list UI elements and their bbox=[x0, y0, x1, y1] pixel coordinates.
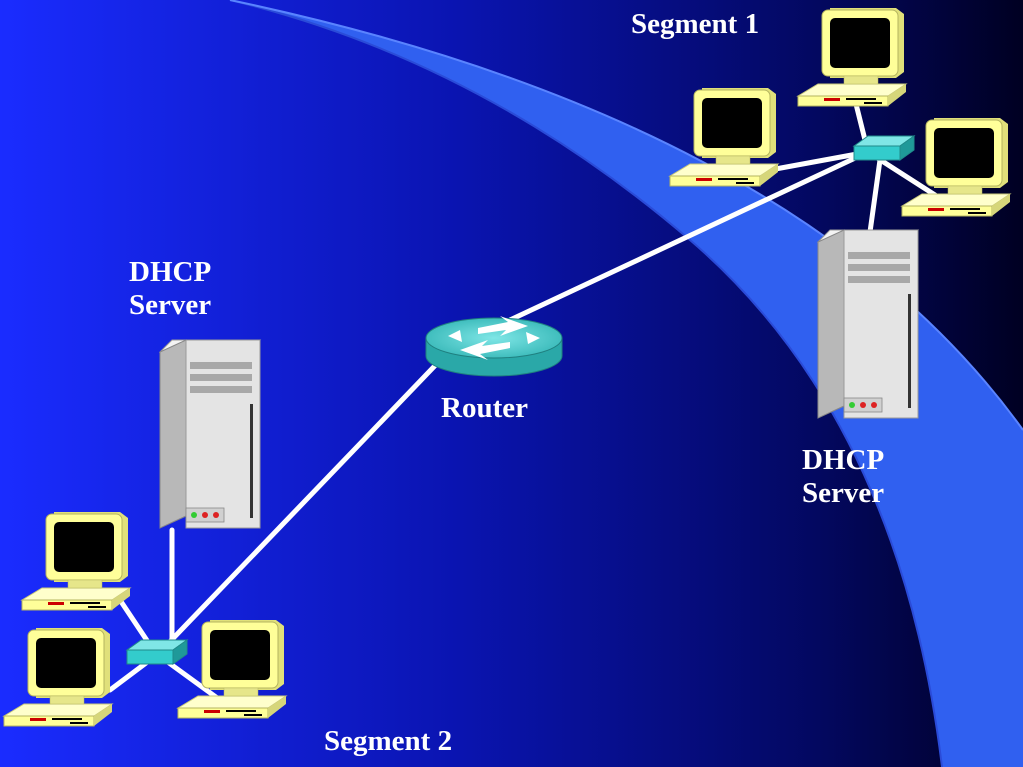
dhcp-server-label-right-line1: DHCP bbox=[802, 444, 885, 476]
link-seg2-hub-pc-right bbox=[162, 657, 223, 703]
server-icon-dhcp-right bbox=[817, 229, 919, 419]
dhcp-server-label-left-line1: DHCP bbox=[129, 256, 212, 288]
dhcp-server-label-right: DHCP Server bbox=[802, 444, 884, 510]
link-seg1-hub-pc-left bbox=[767, 149, 871, 173]
segment-1-label: Segment 1 bbox=[631, 8, 760, 40]
dhcp-server-label-right-line2: Server bbox=[802, 477, 885, 509]
dhcp-server-label-left-line2: Server bbox=[129, 289, 212, 321]
link-router-seg2-hub bbox=[157, 347, 453, 655]
link-seg1-hub-router bbox=[507, 149, 871, 323]
router-label: Router bbox=[441, 392, 528, 424]
hub-icon-seg1 bbox=[853, 135, 915, 161]
hub-icon-seg2 bbox=[126, 639, 188, 665]
link-seg2-hub-pc-top bbox=[117, 597, 153, 648]
server-icon-dhcp-left bbox=[159, 339, 261, 529]
router-icon bbox=[425, 316, 563, 377]
segment-2-label: Segment 2 bbox=[324, 725, 453, 757]
link-seg1-hub-server bbox=[867, 157, 883, 235]
dhcp-server-label-left: DHCP Server bbox=[129, 256, 211, 322]
decorative-arc-edge bbox=[229, 0, 943, 767]
link-seg2-hub-pc-left bbox=[107, 657, 153, 693]
